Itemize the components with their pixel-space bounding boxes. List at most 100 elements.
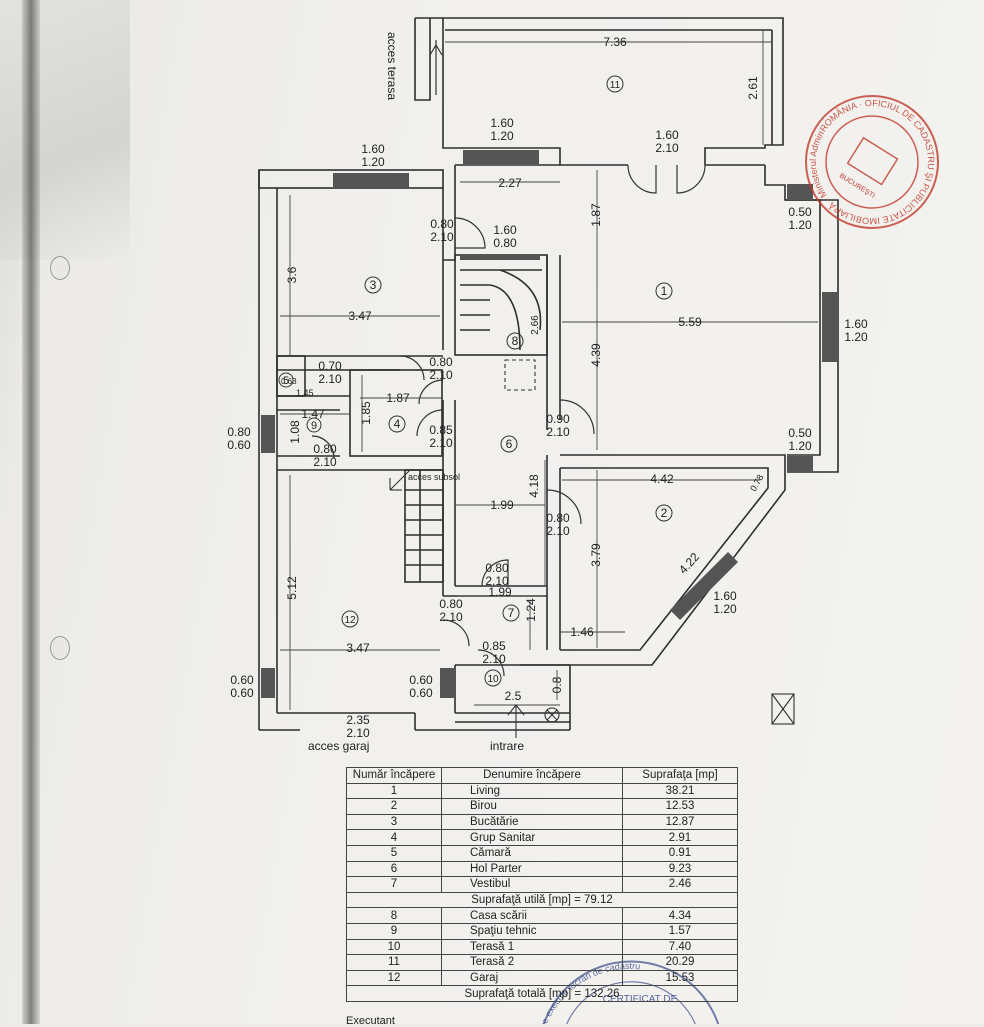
punch-hole (50, 256, 70, 280)
opening-w: 0.70 (318, 359, 342, 373)
cell-area: 0.91 (622, 844, 738, 862)
cell-area: 1.57 (622, 922, 738, 940)
opening-h: 2.10 (313, 455, 337, 469)
opening-w: 0.90 (546, 412, 570, 426)
room-number: 1 (661, 284, 668, 298)
opening-w: 0.80 (313, 442, 337, 456)
dim-label: 5.12 (285, 576, 299, 600)
opening-h: 2.10 (655, 141, 679, 155)
opening-h: 2.10 (346, 726, 370, 740)
opening-h: 2.10 (430, 230, 454, 244)
dim-label: 2.27 (498, 176, 522, 190)
dim-label: 1.47 (301, 407, 325, 421)
dim-label: 3.47 (346, 641, 370, 655)
cell-number: 11 (346, 954, 442, 971)
arrows (389, 359, 795, 738)
cell-number: 3 (346, 813, 442, 831)
cell-name: Cămară (441, 844, 623, 862)
dim-label: 0.63 (281, 377, 297, 386)
cell-number: 1 (346, 782, 442, 800)
util-area-total: Suprafaţă utilă [mp] = 79.12 (346, 891, 738, 909)
dim-label: 4.18 (527, 474, 541, 498)
cell-area: 4.34 (622, 907, 738, 924)
table-row: 12 Garaj 15.53 (346, 969, 738, 987)
opening-h: 1.20 (788, 439, 812, 453)
opening-w: 1.60 (361, 142, 385, 156)
opening-h: 2.10 (546, 524, 570, 538)
opening-h: 0.60 (227, 438, 251, 452)
room-number: 5 (283, 375, 289, 387)
room-number: 10 (487, 674, 499, 685)
cell-number: 2 (346, 798, 442, 815)
dim-label: 1.99 (488, 585, 512, 599)
dim-label: 3.6 (285, 266, 299, 283)
cell-area: 12.53 (622, 798, 738, 815)
col-header: Suprafaţa [mp] (622, 767, 738, 784)
opening-w: 0.85 (429, 423, 453, 437)
opening-h: 2.10 (318, 372, 342, 386)
dim-label: 3.47 (348, 309, 372, 323)
punch-hole (50, 636, 70, 660)
opening-w: 1.60 (490, 116, 514, 130)
dim-label: 1.46 (570, 625, 594, 639)
dim-label: 1.87 (386, 391, 410, 405)
windows (261, 150, 838, 698)
room-numbers: 1 2 3 4 5 6 7 8 9 10 11 12 (278, 75, 673, 687)
cell-name: Grup Sanitar (441, 829, 623, 846)
cell-area: 2.91 (622, 829, 738, 846)
room-number: 8 (512, 334, 519, 348)
cell-number: 4 (346, 829, 442, 846)
room-number: 3 (370, 278, 377, 292)
cell-number: 10 (346, 938, 442, 956)
table-row: 1 Living 38.21 (346, 782, 738, 800)
opening-w: 2.35 (346, 713, 370, 727)
opening-h: 2.10 (429, 368, 453, 382)
dimension-lines (280, 30, 818, 710)
opening-h: 2.10 (482, 652, 506, 666)
cell-name: Spaţiu tehnic (441, 922, 623, 940)
executant-label: Executant (346, 1015, 395, 1027)
opening-h: 0.60 (230, 686, 254, 700)
table-header: Număr încăpere Denumire încăpere Suprafa… (346, 767, 738, 784)
dim-label: 1.99 (490, 498, 514, 512)
cell-name: Living (441, 782, 623, 800)
cell-name: Casa scării (441, 907, 623, 924)
opening-w: 1.60 (713, 589, 737, 603)
intrare-label: intrare (490, 739, 524, 753)
opening-h: 1.20 (713, 602, 737, 616)
dim-label: 1.08 (288, 420, 302, 444)
cell-name: Bucătărie (441, 813, 623, 831)
room-number: 7 (508, 606, 515, 620)
room-number: 2 (661, 506, 668, 520)
cell-name: Terasă 1 (441, 938, 623, 956)
cell-number: 7 (346, 876, 442, 893)
opening-w: 0.80 (485, 561, 509, 575)
dimension-texts: 7.36 2.61 2.27 1.87 3.6 3.47 5.59 4.39 2… (281, 35, 765, 703)
table-row: 10 Terasă 1 7.40 (346, 938, 738, 956)
opening-w: 0.80 (546, 511, 570, 525)
opening-h: 2.10 (485, 574, 509, 588)
cell-name: Birou (441, 798, 623, 815)
col-header: Denumire încăpere (441, 767, 623, 784)
table-row: 9 Spaţiu tehnic 1.57 (346, 922, 738, 940)
dim-label: 3.79 (589, 543, 603, 567)
opening-h: 2.10 (429, 436, 453, 450)
cell-area: 7.40 (622, 938, 738, 956)
opening-w: 0.50 (788, 205, 812, 219)
opening-h: 2.10 (439, 610, 463, 624)
dim-label: 1.85 (359, 401, 373, 425)
opening-labels: 1.60 1.20 1.60 2.10 1.60 1.20 0.80 2.10 … (227, 116, 868, 740)
dim-label: 5.59 (678, 315, 702, 329)
opening-w: 0.60 (409, 673, 433, 687)
opening-h: 2.10 (546, 425, 570, 439)
cell-number: 5 (346, 844, 442, 862)
col-header: Număr încăpere (346, 767, 442, 784)
cell-name: Terasă 2 (441, 954, 623, 971)
opening-w: 0.80 (227, 425, 251, 439)
opening-w: 0.80 (430, 217, 454, 231)
table-row: 5 Cămară 0.91 (346, 844, 738, 862)
cell-name: Hol Parter (441, 860, 623, 878)
opening-w: 1.60 (844, 317, 868, 331)
scanned-page-edge (22, 0, 40, 1024)
opening-w: 0.60 (230, 673, 254, 687)
